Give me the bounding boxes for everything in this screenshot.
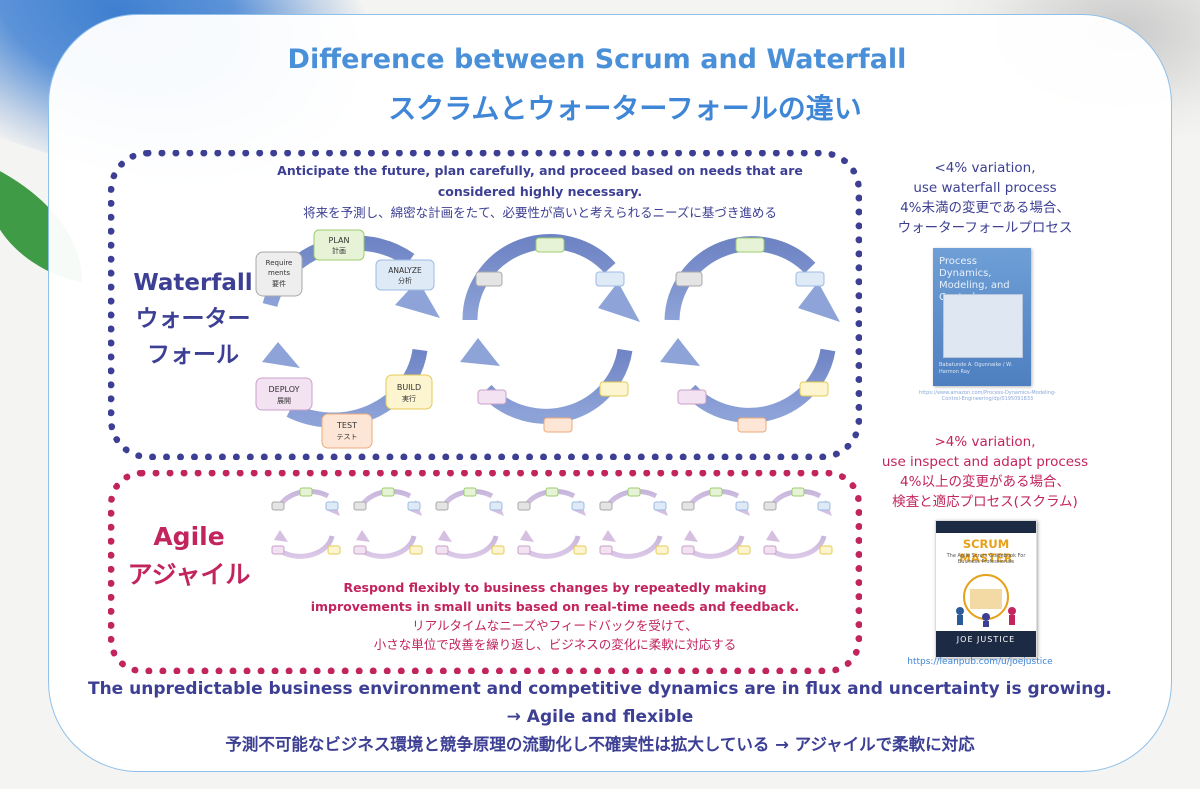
waterfall-label: Waterfall ウォーター フォール [118, 265, 268, 373]
book2-author: JOE JUSTICE [956, 635, 1016, 644]
cycle-3-node-yellow [799, 381, 829, 397]
stage-plan [313, 229, 365, 261]
agile-description-en-2: improvements in small units based on rea… [310, 599, 800, 614]
waterfall-side-line-1: <4% variation, [934, 160, 1036, 176]
book-cover-process-dynamics: Process Dynamics, Modeling, and Control … [933, 248, 1031, 386]
agile-description-en-1: Respond flexibly to business changes by … [343, 580, 767, 595]
waterfall-description-ja: 将来を予測し、綿密な計画をたて、必要性が高いと考えられるニーズに基づき進める [303, 205, 777, 220]
agile-cycles [271, 487, 833, 559]
stage-requirements [255, 251, 303, 297]
book1-authors: Babatunde A. Ogunnaike / W. Harmon Ray [939, 362, 1013, 375]
stage-test-en: TEST [336, 421, 357, 430]
agile-cycle-4 [517, 487, 587, 559]
cycle-3-arrow-bottom [660, 338, 700, 366]
cycle-3-node-green [735, 237, 765, 253]
waterfall-label-ja-2: フォール [147, 342, 239, 368]
cycle-3-node-blue [795, 271, 825, 287]
waterfall-side-line-2: use waterfall process [913, 180, 1057, 196]
waterfall-side-line-4: ウォーターフォールプロセス [897, 220, 1073, 236]
stage-analyze-en: ANALYZE [388, 266, 422, 275]
waterfall-cycle-3 [660, 236, 840, 433]
book2-bottom-band: JOE JUSTICE [936, 631, 1036, 657]
cycle-3-node-gray [675, 271, 703, 287]
stage-analyze [375, 259, 435, 291]
cycle-3-node-pink [677, 389, 707, 405]
cycle-1-arc-bottom [286, 348, 428, 428]
cycle-3-arc-bottom [684, 348, 836, 423]
stage-deploy-en: DEPLOY [269, 385, 300, 394]
stage-analyze-ja: 分析 [398, 276, 412, 285]
stage-test-ja: テスト [337, 433, 358, 441]
agile-side-line-4: 検査と適応プロセス(スクラム) [892, 494, 1078, 510]
book2-caption-link[interactable]: https://leanpub.com/u/joejustice [907, 657, 1053, 667]
book2-subtitle: The Agile Scrum Guidebook For Business P… [946, 553, 1026, 565]
agile-label-ja: アジャイル [127, 560, 251, 589]
stage-build-ja: 実行 [402, 394, 416, 403]
title-english: Difference between Scrum and Waterfall [287, 44, 907, 75]
stage-build-en: BUILD [397, 383, 421, 392]
agile-cycle-3 [435, 487, 505, 559]
footer-line-1: The unpredictable business environment a… [87, 679, 1112, 699]
cycle-2-node-orange [543, 417, 573, 433]
agile-description-ja-1: リアルタイムなニーズやフィードバックを受けて、 [412, 618, 698, 633]
waterfall-side-note: <4% variation, use waterfall process 4%未… [865, 158, 1105, 238]
agile-side-note: >4% variation, use inspect and adapt pro… [865, 432, 1105, 512]
book2-top-band [936, 521, 1036, 533]
stage-requirements-l1: Require [266, 259, 293, 267]
title-japanese: スクラムとウォーターフォールの違い [388, 92, 862, 125]
cycle-2-arrow-top [598, 282, 640, 322]
footer-line-2: → Agile and flexible [506, 707, 694, 727]
book1-caption-link[interactable]: https://www.amazon.com/Process-Dynamics-… [919, 390, 1056, 402]
waterfall-cycle-2 [460, 234, 640, 433]
waterfall-description: Anticipate the future, plan carefully, a… [260, 160, 820, 223]
stage-plan-ja: 計画 [332, 246, 346, 255]
waterfall-label-en: Waterfall [133, 270, 253, 296]
cycle-2-node-green [535, 237, 565, 253]
cycle-2-node-yellow [599, 381, 629, 397]
agile-label: Agile アジャイル [114, 518, 264, 594]
book2-illustration [956, 574, 1016, 627]
agile-side-line-3: 4%以上の変更がある場合、 [900, 474, 1070, 490]
agile-cycle-7 [763, 487, 833, 559]
cycle-2-arc-top [462, 234, 616, 321]
stage-deploy [255, 377, 313, 411]
stage-requirements-l2: ments [268, 269, 290, 277]
book1-figure [943, 294, 1023, 358]
waterfall-side-line-3: 4%未満の変更である場合、 [900, 200, 1070, 216]
stage-test [321, 413, 373, 449]
agile-cycle-1 [271, 487, 341, 559]
cycle-2-node-gray [475, 271, 503, 287]
agile-cycle-6 [681, 487, 751, 559]
agile-box [108, 470, 862, 674]
cycle-1-arrow-bottom [262, 342, 300, 368]
stage-requirements-l3: 要件 [272, 279, 286, 288]
agile-side-line-2: use inspect and adapt process [881, 454, 1089, 470]
cycle-3-node-orange [737, 417, 767, 433]
cycle-2-arrow-bottom [460, 338, 500, 366]
agile-cycle-2 [353, 487, 423, 559]
waterfall-description-en: Anticipate the future, plan carefully, a… [277, 163, 803, 199]
stage-plan-en: PLAN [329, 236, 350, 245]
cycle-3-arrow-top [798, 282, 840, 322]
footer-summary: The unpredictable business environment a… [50, 675, 1150, 759]
book2-title: SCRUM MASTER [959, 537, 1013, 565]
waterfall-box [108, 150, 862, 460]
footer-line-3: 予測不可能なビジネス環境と競争原理の流動化し不確実性は拡大している → アジャイ… [225, 735, 975, 754]
stage-build [385, 374, 433, 410]
agile-cycle-5 [599, 487, 669, 559]
stage-deploy-ja: 展開 [277, 397, 291, 405]
cycle-1-arrow-top [395, 280, 440, 318]
cycle-2-node-blue [595, 271, 625, 287]
cycle-2-arc-bottom [480, 348, 633, 424]
agile-label-en: Agile [153, 522, 225, 551]
cycle-3-arc-top [664, 236, 816, 321]
agile-description-ja-2: 小さな単位で改善を繰り返し、ビジネスの変化に柔軟に対応する [373, 637, 737, 652]
waterfall-label-ja-1: ウォーター [135, 306, 251, 332]
cycle-2-node-pink [477, 389, 507, 405]
book-cover-scrum-master: SCRUM MASTER The Agile Scrum Guidebook F… [935, 520, 1037, 658]
agile-description: Respond flexibly to business changes by … [290, 578, 820, 654]
waterfall-cycle-1: PLAN 計画 ANALYZE 分析 Require ments 要件 BUIL… [255, 229, 440, 449]
agile-side-line-1: >4% variation, [934, 434, 1036, 450]
